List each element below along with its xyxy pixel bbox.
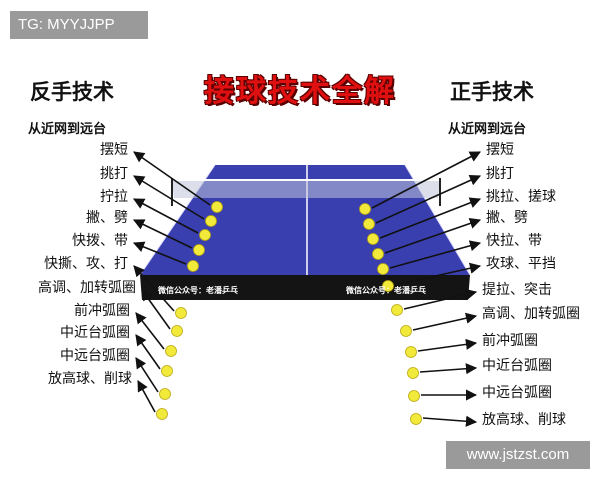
forehand-technique-label: 前冲弧圈	[482, 333, 538, 349]
backhand-ball	[171, 325, 183, 337]
backhand-technique-label: 高调、加转弧圈	[38, 280, 136, 296]
forehand-technique-label: 攻球、平挡	[486, 256, 556, 272]
forehand-technique-label: 挑拉、搓球	[486, 189, 556, 205]
forehand-arrow	[375, 175, 482, 224]
backhand-technique-label: 挑打	[100, 166, 128, 182]
main-title: 接球技术全解	[204, 74, 396, 109]
forehand-ball	[377, 263, 389, 275]
forehand-subtitle: 从近网到远台	[448, 122, 527, 137]
forehand-technique-label: 提拉、突击	[482, 282, 552, 298]
net	[172, 180, 440, 198]
backhand-ball	[161, 365, 173, 377]
backhand-arrow	[132, 241, 187, 265]
forehand-title: 正手技术	[450, 80, 534, 104]
table-brand-left: 微信公众号：老潘乒乓	[158, 286, 238, 295]
forehand-arrow	[389, 240, 482, 269]
watermark-bottom: www.jstzst.com	[446, 441, 590, 469]
forehand-ball	[407, 367, 419, 379]
forehand-ball	[359, 203, 371, 215]
forehand-arrow	[384, 218, 482, 254]
backhand-technique-label: 快拨、带	[72, 233, 128, 249]
backhand-arrow	[133, 265, 175, 312]
backhand-technique-label: 摆短	[100, 142, 128, 158]
backhand-arrow	[141, 289, 171, 330]
table-brand-right: 微信公众号：老潘乒乓	[346, 286, 426, 295]
forehand-ball	[405, 346, 417, 358]
backhand-arrow	[132, 219, 193, 249]
forehand-arrow	[422, 415, 478, 427]
backhand-ball	[193, 244, 205, 256]
arrows-layer	[132, 151, 482, 427]
forehand-technique-label: 高调、加转弧圈	[482, 306, 580, 322]
backhand-arrow	[133, 151, 211, 206]
forehand-ball	[382, 280, 394, 292]
forehand-ball	[372, 248, 384, 260]
forehand-arrow	[394, 262, 482, 286]
backhand-technique-label: 中远台弧圈	[60, 348, 130, 364]
backhand-arrow	[135, 357, 159, 393]
backhand-arrow	[133, 175, 205, 220]
forehand-technique-label: 中近台弧圈	[482, 358, 552, 374]
backhand-subtitle: 从近网到远台	[28, 122, 107, 137]
backhand-arrow	[135, 312, 165, 350]
backhand-arrow	[133, 198, 199, 234]
forehand-ball	[408, 390, 420, 402]
backhand-technique-label: 撇、劈	[86, 210, 128, 226]
balls-layer	[156, 201, 422, 425]
backhand-arrow	[135, 334, 161, 370]
forehand-arrow	[371, 151, 481, 209]
forehand-ball	[391, 304, 403, 316]
backhand-ball	[159, 388, 171, 400]
backhand-title: 反手技术	[30, 80, 114, 104]
forehand-technique-label: 摆短	[486, 142, 514, 158]
backhand-ball	[175, 307, 187, 319]
forehand-ball	[400, 325, 412, 337]
forehand-arrow	[419, 363, 478, 375]
backhand-arrow	[137, 380, 156, 413]
forehand-technique-label: 中远台弧圈	[482, 385, 552, 401]
backhand-ball	[187, 260, 199, 272]
forehand-technique-label: 放高球、削球	[482, 412, 566, 428]
forehand-technique-label: 快拉、带	[486, 233, 542, 249]
forehand-ball	[363, 218, 375, 230]
forehand-arrow	[412, 312, 478, 331]
forehand-arrow	[403, 288, 478, 310]
backhand-ball	[199, 229, 211, 241]
forehand-ball	[410, 413, 422, 425]
forehand-arrow	[379, 197, 482, 239]
backhand-ball	[211, 201, 223, 213]
backhand-ball	[165, 345, 177, 357]
backhand-technique-label: 拧拉	[100, 189, 128, 205]
watermark-top: TG: MYYJJPP	[10, 11, 148, 39]
forehand-arrow	[417, 338, 478, 352]
forehand-ball	[367, 233, 379, 245]
backhand-technique-label: 快撕、攻、打	[44, 256, 128, 272]
forehand-technique-label: 挑打	[486, 166, 514, 182]
backhand-technique-label: 中近台弧圈	[60, 325, 130, 341]
backhand-technique-label: 前冲弧圈	[74, 303, 130, 319]
backhand-ball	[156, 408, 168, 420]
backhand-ball	[205, 215, 217, 227]
backhand-technique-label: 放高球、削球	[48, 371, 132, 387]
forehand-technique-label: 撇、劈	[486, 210, 528, 226]
